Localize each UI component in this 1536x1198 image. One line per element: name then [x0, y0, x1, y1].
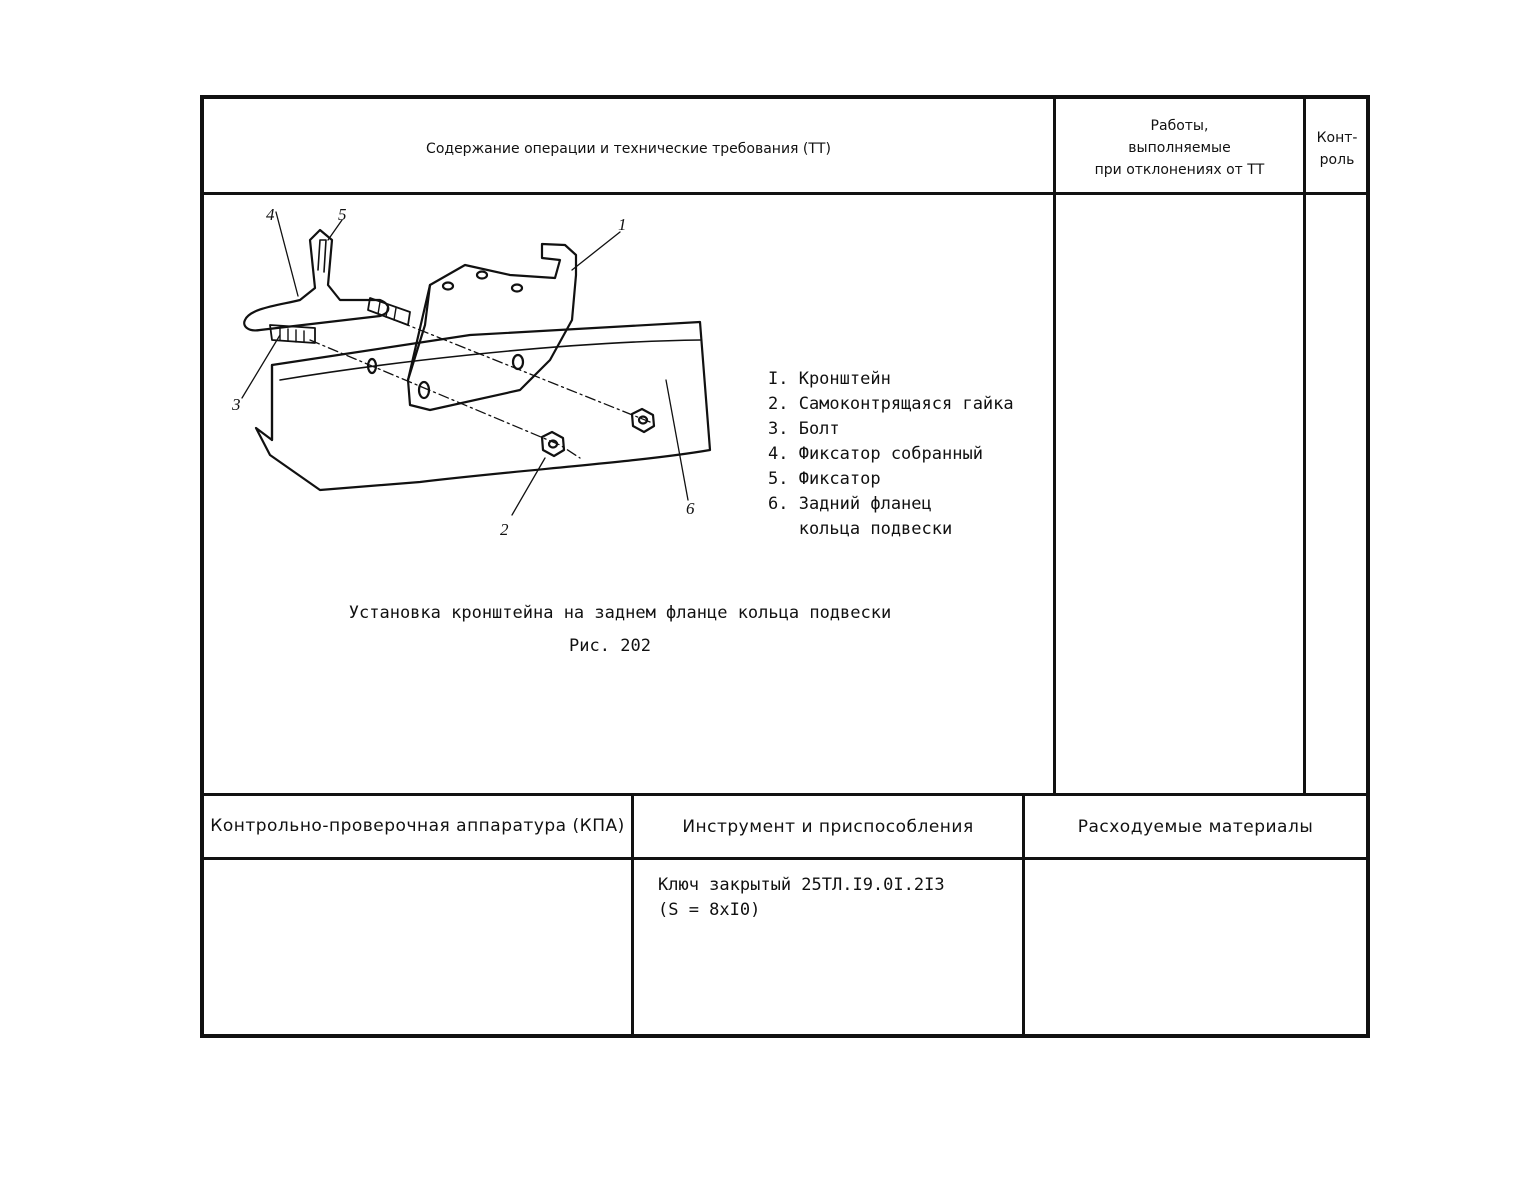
tools-line: Ключ закрытый 25ТЛ.I9.0I.2I3 [658, 875, 945, 895]
figure-title: Установка кронштейна на заднем фланце ко… [348, 603, 892, 623]
callout-2: 2 [500, 520, 509, 539]
column-divider-tools [631, 793, 634, 1038]
legend-item: 3. Болт [768, 419, 840, 439]
control-header: Конт- роль [1316, 130, 1358, 168]
tools-line: (S = 8xI0) [658, 900, 761, 920]
figure-number: Рис. 202 [569, 636, 651, 656]
section-divider [200, 793, 1370, 796]
legend-item: 4. Фиксатор собранный [768, 444, 983, 464]
column-divider-deviation [1053, 95, 1056, 795]
callout-5: 5 [338, 205, 347, 224]
figure-legend: I. Кронштейн 2. Самоконтрящаяся гайка 3.… [768, 367, 1014, 542]
rear-flange-outline [254, 320, 712, 492]
callout-1: 1 [618, 215, 627, 234]
kpa-header: Контрольно-проверочная аппаратура (КПА) [210, 816, 625, 836]
assembly-figure: 4 5 1 3 2 6 [231, 205, 712, 539]
callout-3: 3 [231, 395, 241, 414]
materials-header: Расходуемые материалы [1077, 817, 1314, 837]
legend-item: 6. Задний фланец [768, 494, 932, 514]
callout-4: 4 [266, 205, 275, 224]
nut-lower [540, 430, 566, 458]
legend-item: 2. Самоконтрящаяся гайка [768, 394, 1014, 414]
fixator-outline [243, 228, 390, 332]
deviation-works-header: Работы, выполняемые при отклонениях от Т… [1094, 118, 1265, 178]
column-divider-control [1303, 95, 1306, 795]
header-divider [200, 192, 1370, 195]
operation-header: Содержание операции и технические требов… [426, 141, 831, 157]
callout-6: 6 [686, 499, 695, 518]
nut-upper [630, 407, 656, 434]
bracket-outline [406, 242, 578, 412]
legend-item: I. Кронштейн [768, 369, 891, 389]
tools-header: Инструмент и приспособления [682, 817, 974, 837]
tools-value: Ключ закрытый 25ТЛ.I9.0I.2I3 (S = 8xI0) [658, 873, 945, 923]
bottom-header-divider [200, 857, 1370, 860]
legend-item: кольца подвески [768, 519, 953, 539]
legend-item: 5. Фиксатор [768, 469, 881, 489]
table-frame [200, 95, 1370, 1038]
column-divider-materials [1022, 793, 1025, 1038]
